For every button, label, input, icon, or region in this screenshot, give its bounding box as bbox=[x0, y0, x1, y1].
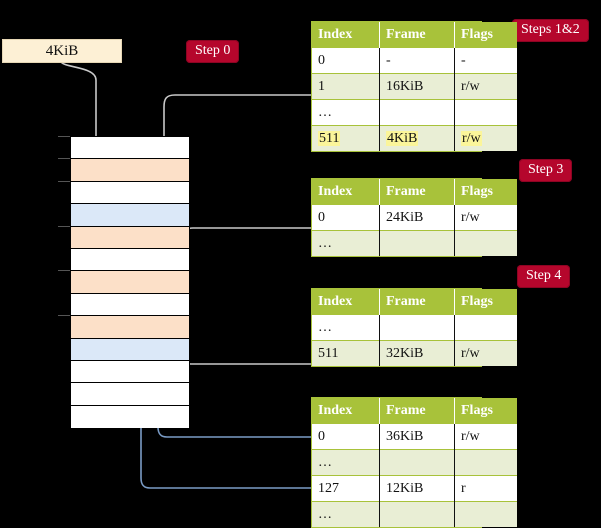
column-header-index: Index bbox=[312, 179, 380, 205]
memory-frame-row bbox=[71, 249, 189, 272]
table-cell-flags bbox=[454, 314, 517, 341]
memory-frame-row bbox=[71, 204, 189, 227]
column-header-index: Index bbox=[312, 398, 380, 424]
memory-frame-row bbox=[71, 137, 189, 160]
table-cell-index: … bbox=[312, 501, 380, 527]
memory-frame-row bbox=[71, 338, 189, 361]
table-cell-index: 127 bbox=[312, 475, 380, 502]
wire-table2-to-memory bbox=[180, 227, 311, 253]
memory-frame-row bbox=[71, 316, 189, 339]
column-header-frame: Frame bbox=[379, 179, 455, 205]
table-cell-flags bbox=[454, 501, 517, 527]
memory-tick bbox=[58, 225, 70, 227]
table-cell-flags: r/w bbox=[454, 73, 517, 100]
column-header-flags: Flags bbox=[454, 179, 517, 205]
table-row: 0-- bbox=[312, 47, 517, 74]
table-cell-flags: r/w bbox=[454, 125, 517, 151]
column-header-index: Index bbox=[312, 289, 380, 315]
memory-frame-row bbox=[71, 383, 189, 406]
table-cell-flags: r/w bbox=[454, 204, 517, 231]
table-row: … bbox=[312, 314, 517, 341]
step-badge-step-0: Step 0 bbox=[186, 40, 240, 63]
step-badge-step-4: Step 4 bbox=[517, 265, 571, 288]
table-cell-index: 0 bbox=[312, 47, 380, 74]
step-badge-step-3: Step 3 bbox=[519, 159, 573, 182]
memory-frame-row bbox=[71, 159, 189, 182]
physical-memory-column bbox=[70, 136, 190, 429]
frame-label-4kib: 4KiB bbox=[2, 39, 122, 63]
table-cell-frame bbox=[379, 314, 455, 341]
memory-tick bbox=[58, 315, 70, 317]
table-row: … bbox=[312, 230, 517, 256]
table-cell-index: 511 bbox=[312, 125, 380, 151]
memory-frame-row bbox=[71, 293, 189, 317]
table-cell-frame: - bbox=[379, 47, 455, 74]
table-cell-flags bbox=[454, 99, 517, 126]
table-cell-flags: r/w bbox=[454, 340, 517, 366]
column-header-frame: Frame bbox=[379, 398, 455, 424]
column-header-index: Index bbox=[312, 22, 380, 48]
table-cell-index: … bbox=[312, 230, 380, 256]
memory-tick bbox=[58, 270, 70, 272]
memory-tick bbox=[58, 136, 70, 137]
table-cell-index: 1 bbox=[312, 73, 380, 100]
table-cell-flags: r bbox=[454, 475, 517, 502]
table-cell-frame: 16KiB bbox=[379, 73, 455, 100]
table-cell-index: … bbox=[312, 449, 380, 476]
table-row: … bbox=[312, 449, 517, 476]
memory-frame-row bbox=[71, 181, 189, 205]
column-header-flags: Flags bbox=[454, 289, 517, 315]
memory-frame-row bbox=[71, 361, 189, 384]
table-row: … bbox=[312, 99, 517, 126]
column-header-flags: Flags bbox=[454, 22, 517, 48]
table-cell-index: 0 bbox=[312, 204, 380, 231]
step-badge-steps-1-2: Steps 1&2 bbox=[512, 19, 589, 42]
memory-frame-row bbox=[71, 271, 189, 294]
table-cell-index: … bbox=[312, 99, 380, 126]
column-header-flags: Flags bbox=[454, 398, 517, 424]
table-cell-index: 0 bbox=[312, 423, 380, 450]
memory-tick bbox=[58, 180, 70, 182]
table-cell-frame: 36KiB bbox=[379, 423, 455, 450]
column-header-frame: Frame bbox=[379, 22, 455, 48]
table-cell-flags bbox=[454, 230, 517, 256]
table-cell-frame: 12KiB bbox=[379, 475, 455, 502]
table-cell-frame bbox=[379, 230, 455, 256]
table-cell-frame bbox=[379, 449, 455, 476]
table-cell-frame bbox=[379, 501, 455, 527]
table-cell-flags: r/w bbox=[454, 423, 517, 450]
memory-frame-row bbox=[71, 226, 189, 249]
memory-tick bbox=[58, 158, 70, 160]
table-cell-flags bbox=[454, 449, 517, 476]
table-cell-index: 511 bbox=[312, 340, 380, 366]
memory-frame-row bbox=[71, 405, 189, 429]
table-cell-frame: 4KiB bbox=[379, 125, 455, 151]
table-cell-flags: - bbox=[454, 47, 517, 74]
table-cell-index: … bbox=[312, 314, 380, 341]
table-cell-frame bbox=[379, 99, 455, 126]
table-cell-frame: 24KiB bbox=[379, 204, 455, 231]
wire-memory-to-table3 bbox=[178, 319, 311, 365]
column-header-frame: Frame bbox=[379, 289, 455, 315]
table-cell-frame: 32KiB bbox=[379, 340, 455, 366]
frame-label-text: 4KiB bbox=[45, 43, 79, 59]
table-row: … bbox=[312, 501, 517, 527]
